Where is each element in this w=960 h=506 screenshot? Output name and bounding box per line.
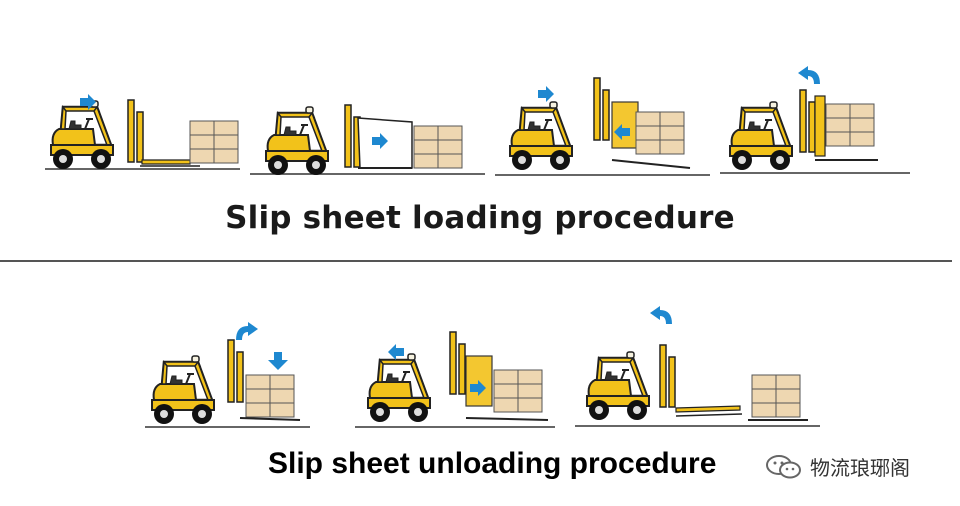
- unloading-procedure-title: Slip sheet unloading procedure: [268, 447, 717, 480]
- section-divider: [0, 260, 952, 262]
- wechat-chat-icon: [766, 454, 801, 478]
- unloading-step-2: [355, 331, 555, 428]
- loading-step-3: [495, 77, 710, 176]
- curved-forward-arrow-icon: [236, 322, 258, 340]
- loading-step-4: [720, 66, 910, 174]
- loading-step-1: [45, 94, 240, 171]
- loading-step-2: [250, 104, 485, 177]
- watermark-text: 物流琅琊阁: [810, 456, 910, 480]
- unloading-step-3: [575, 306, 820, 427]
- unloading-step-1: [145, 322, 310, 428]
- right-arrow-icon: [538, 86, 554, 102]
- down-arrow-icon: [268, 352, 288, 370]
- curved-back-arrow-icon: [798, 66, 820, 84]
- left-arrow-icon: [388, 344, 404, 360]
- loading-procedure-title: Slip sheet loading procedure: [225, 200, 735, 236]
- watermark: 物流琅琊阁: [764, 452, 910, 481]
- curved-back-arrow-icon: [650, 306, 672, 324]
